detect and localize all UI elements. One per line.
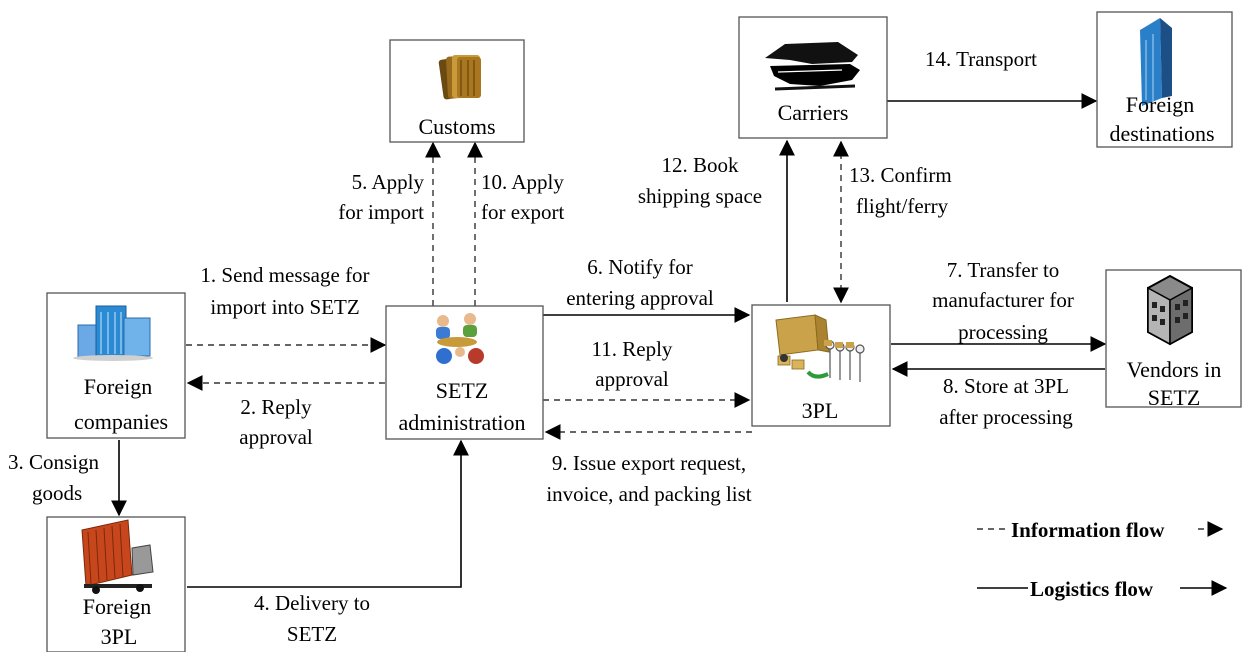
foreign-destinations-label-2: destinations	[1109, 121, 1214, 146]
folders-icon	[438, 55, 481, 100]
flow-11-text-1: 11. Reply	[592, 337, 673, 361]
flow-14-label: 14. Transport	[925, 47, 1037, 71]
legend: Information flow Logistics flow	[977, 518, 1228, 601]
flow-7-text-1: 7. Transfer to	[947, 258, 1060, 282]
foreign-3pl-label-2: 3PL	[101, 624, 138, 649]
flow-13-text-2: flight/ferry	[856, 194, 949, 218]
carriers-node: Carriers	[738, 16, 888, 139]
legend-logistics-text: Logistics flow	[1030, 577, 1154, 601]
flow-2-text-1: 2. Reply	[240, 395, 312, 419]
flow-9-text-1: 9. Issue export request,	[552, 451, 746, 475]
flow-8-text-2: after processing	[939, 405, 1073, 429]
customs-node: Customs	[389, 39, 525, 143]
factory-building-icon	[1147, 274, 1193, 346]
vendors-label-2: SETZ	[1148, 385, 1201, 410]
flow-4-label: 4. Delivery to SETZ	[254, 591, 370, 646]
flow-10-label: 10. Apply for export	[481, 170, 565, 224]
flow-13-text-1: 13. Confirm	[849, 163, 952, 187]
flow-3-text-1: 3. Consign	[8, 450, 100, 474]
flow-10-text-1: 10. Apply	[481, 170, 564, 194]
vendors-label-1: Vendors in	[1127, 357, 1222, 382]
flow-6-text-1: 6. Notify for	[587, 255, 693, 279]
setz-label-1: SETZ	[436, 378, 489, 403]
foreign-3pl-node: Foreign 3PL	[46, 516, 186, 652]
flow-9-label: 9. Issue export request, invoice, and pa…	[546, 451, 751, 506]
delivery-truck-icon	[775, 314, 865, 382]
flow-3-label: 3. Consign goods	[8, 450, 100, 505]
flow-11-text-2: approval	[595, 367, 669, 391]
setz-administration-node: SETZ administration	[385, 305, 544, 440]
flow-12-text-1: 12. Book	[661, 153, 739, 177]
flow-1-label: 1. Send message for import into SETZ	[200, 263, 369, 319]
vendors-node: Vendors in SETZ	[1105, 269, 1242, 410]
legend-logistics-flow: Logistics flow	[977, 577, 1228, 601]
flow-5-text-2: for import	[338, 200, 424, 224]
foreign-companies-label-1: Foreign	[84, 374, 152, 399]
flow-12-label: 12. Book shipping space	[638, 153, 762, 208]
setz-label-2: administration	[398, 410, 525, 435]
flow-5-text-1: 5. Apply	[352, 170, 425, 194]
flow-2-label: 2. Reply approval	[239, 395, 313, 449]
flow-7-text-3: processing	[958, 320, 1048, 344]
carriers-label: Carriers	[778, 100, 849, 125]
flow-7-label: 7. Transfer to manufacturer for processi…	[932, 258, 1074, 344]
container-truck-icon	[81, 519, 154, 594]
flow-9-text-2: invoice, and packing list	[546, 482, 751, 506]
foreign-3pl-label-1: Foreign	[83, 594, 151, 619]
office-buildings-icon	[73, 305, 153, 361]
foreign-destinations-node: Foreign destinations	[1096, 11, 1233, 148]
people-meeting-icon	[436, 313, 484, 364]
flow-8-text-1: 8. Store at 3PL	[943, 374, 1069, 398]
flow-14-text-1: 14. Transport	[925, 47, 1037, 71]
ship-icon	[765, 42, 860, 91]
flow-5-label: 5. Apply for import	[338, 170, 424, 224]
skyscraper-icon	[1140, 18, 1172, 106]
flow-6-text-2: entering approval	[566, 286, 714, 310]
flow-4-text-2: SETZ	[287, 622, 337, 646]
flow-4-text-1: 4. Delivery to	[254, 591, 370, 615]
flow-6-label: 6. Notify for entering approval	[566, 255, 714, 310]
flow-10-text-2: for export	[481, 200, 565, 224]
flow-4-arrow	[187, 439, 469, 588]
foreign-companies-node: Foreign companies	[46, 292, 186, 439]
foreign-destinations-label-1: Foreign	[1126, 92, 1194, 117]
flow-7-text-2: manufacturer for	[932, 288, 1074, 312]
threepl-node: 3PL	[751, 304, 891, 427]
customs-label: Customs	[418, 114, 495, 139]
legend-information-text: Information flow	[1011, 518, 1165, 542]
flow-12-text-2: shipping space	[638, 184, 762, 208]
flow-2-text-2: approval	[239, 425, 313, 449]
flow-3-text-2: goods	[32, 481, 82, 505]
flow-8-label: 8. Store at 3PL after processing	[939, 374, 1073, 429]
legend-information-flow: Information flow	[977, 518, 1224, 542]
threepl-label: 3PL	[802, 398, 839, 423]
flow-1-text-1: 1. Send message for	[200, 263, 369, 287]
flow-13-label: 13. Confirm flight/ferry	[849, 163, 952, 218]
flow-11-label: 11. Reply approval	[592, 337, 673, 391]
foreign-companies-label-2: companies	[74, 409, 168, 434]
flow-1-text-2: import into SETZ	[210, 295, 359, 319]
